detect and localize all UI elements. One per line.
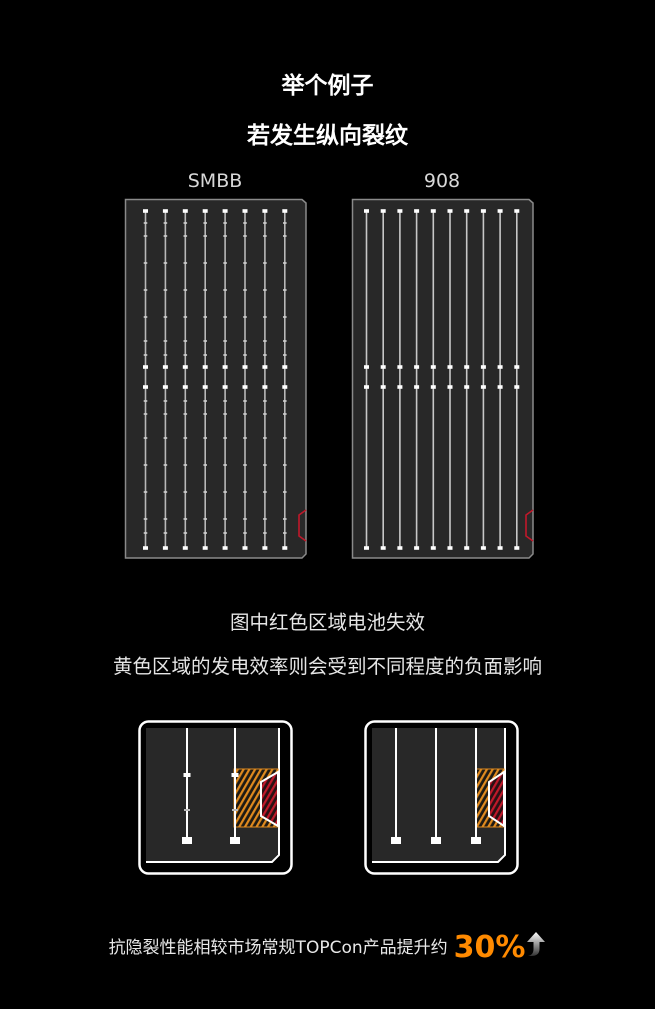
page-subtitle: 若发生纵向裂纹 xyxy=(247,123,408,149)
908-cell-diagram xyxy=(351,198,536,560)
smbb-detail-zoom xyxy=(138,720,293,875)
panel-label-smbb: SMBB xyxy=(187,170,243,192)
caption-failed-region: 图中红色区域电池失效 xyxy=(229,611,425,634)
up-arrow-icon xyxy=(526,931,546,957)
page-title: 举个例子 xyxy=(281,73,374,99)
improvement-percent: 30% xyxy=(453,930,526,965)
panel-label-908: 908 xyxy=(423,170,461,192)
caption-affected-region: 黄色区域的发电效率则会受到不同程度的负面影响 xyxy=(112,655,542,678)
908-detail-zoom xyxy=(364,720,519,875)
smbb-cell-diagram xyxy=(124,198,309,560)
footer-text: 抗隐裂性能相较市场常规TOPCon产品提升约 xyxy=(108,938,448,958)
